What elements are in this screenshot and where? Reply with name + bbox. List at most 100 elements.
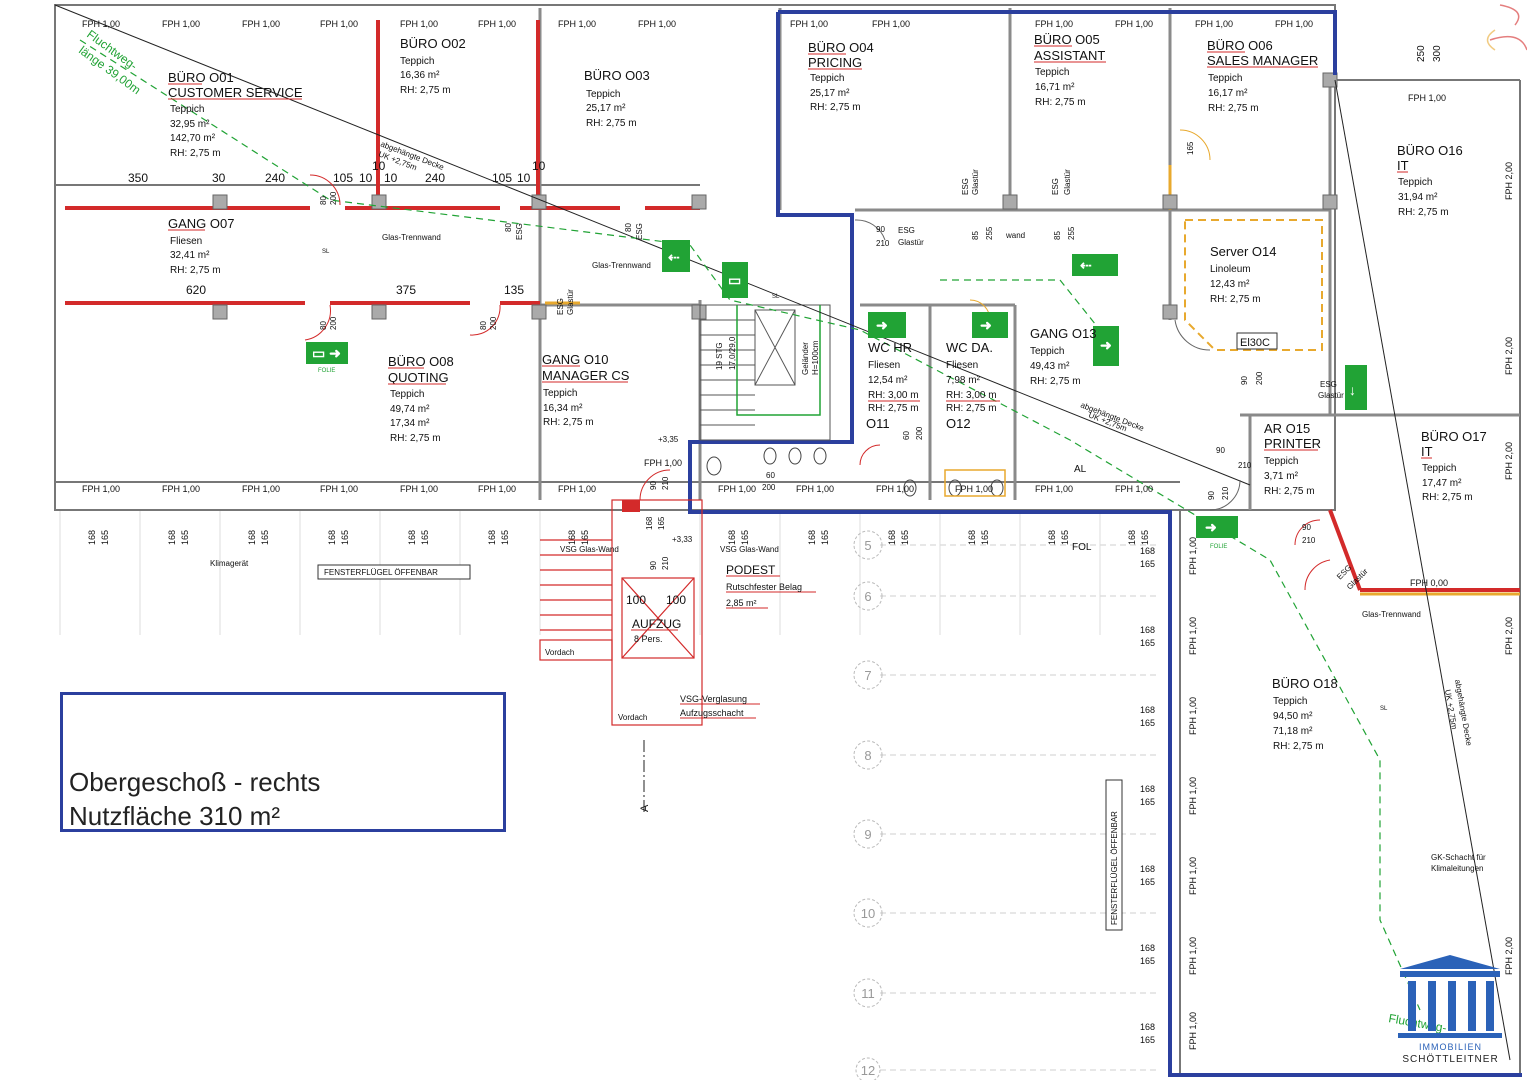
svg-text:FPH 1,00: FPH 1,00	[1188, 537, 1198, 575]
svg-text:250: 250	[1416, 45, 1427, 62]
svg-text:FPH 2,00: FPH 2,00	[1504, 337, 1514, 375]
svg-text:80: 80	[624, 223, 633, 232]
svg-text:+3,33: +3,33	[672, 535, 693, 544]
svg-text:165: 165	[1140, 1035, 1155, 1045]
svg-text:17,47 m²: 17,47 m²	[1422, 478, 1462, 489]
svg-text:16,34 m²: 16,34 m²	[543, 403, 583, 414]
svg-text:165: 165	[340, 530, 350, 545]
svg-text:FPH 1,00: FPH 1,00	[558, 484, 596, 494]
svg-text:VSG Glas-Wand: VSG Glas-Wand	[720, 545, 779, 554]
svg-text:CUSTOMER SERVICE: CUSTOMER SERVICE	[168, 85, 303, 100]
svg-text:Teppich: Teppich	[170, 104, 204, 115]
svg-text:620: 620	[186, 283, 206, 297]
svg-text:165: 165	[657, 516, 666, 530]
svg-text:ESG: ESG	[515, 223, 524, 240]
svg-text:255: 255	[985, 226, 994, 240]
window-open-vertical-label: FENSTERFLÜGEL ÖFFENBAR	[1110, 811, 1119, 925]
column-grid	[59, 510, 1101, 635]
svg-text:BÜRO O18: BÜRO O18	[1272, 676, 1338, 691]
svg-text:RH: 2,75 m: RH: 2,75 m	[390, 433, 441, 444]
exit-signs	[306, 240, 1367, 538]
room-o08: BÜRO O08 QUOTING Teppich 49,74 m² 17,34 …	[388, 354, 454, 444]
svg-text:80: 80	[319, 196, 328, 205]
exit-sign-icon	[868, 312, 906, 338]
usable-area: Nutzfläche 310 m²	[69, 801, 280, 831]
svg-text:wand: wand	[1005, 231, 1025, 240]
svg-text:32,41 m²: 32,41 m²	[170, 250, 210, 261]
svg-text:165: 165	[1140, 638, 1155, 648]
svg-text:200: 200	[1255, 371, 1264, 385]
svg-text:168: 168	[727, 530, 737, 545]
pillars	[212, 72, 1338, 320]
rental-area-outline	[688, 10, 1522, 1077]
elevator-shaft	[539, 499, 703, 726]
svg-text:RH: 2,75 m: RH: 2,75 m	[810, 102, 861, 113]
svg-text:32,95 m²: 32,95 m²	[170, 119, 210, 130]
svg-text:17,34 m²: 17,34 m²	[390, 418, 430, 429]
svg-text:AL: AL	[1074, 464, 1087, 475]
svg-text:19 STG: 19 STG	[715, 342, 724, 370]
svg-text:O12: O12	[946, 416, 971, 431]
svg-text:ASSISTANT: ASSISTANT	[1034, 48, 1105, 63]
svg-text:FOLIE: FOLIE	[1210, 544, 1227, 550]
room-o13: GANG O13 Teppich 49,43 m² RH: 2,75 m	[1030, 326, 1096, 387]
svg-text:BÜRO O17: BÜRO O17	[1421, 429, 1487, 444]
svg-text:Fliesen: Fliesen	[170, 236, 202, 247]
svg-text:FPH 1,00: FPH 1,00	[478, 19, 516, 29]
svg-text:165: 165	[100, 530, 110, 545]
room-o03: BÜRO O03 Teppich 25,17 m² RH: 2,75 m	[584, 68, 650, 129]
svg-text:300: 300	[1432, 45, 1443, 62]
svg-text:Klimaleitungen: Klimaleitungen	[1431, 864, 1483, 873]
svg-text:RH: 2,75 m: RH: 2,75 m	[1208, 103, 1259, 114]
svg-text:135: 135	[504, 283, 524, 297]
svg-text:60: 60	[902, 431, 911, 440]
svg-text:BÜRO O03: BÜRO O03	[584, 68, 650, 83]
svg-text:168: 168	[327, 530, 337, 545]
svg-text:165: 165	[980, 530, 990, 545]
svg-text:165: 165	[1140, 797, 1155, 807]
svg-text:165: 165	[1140, 956, 1155, 966]
room-o11: WC HR Fliesen 12,54 m² RH: 3,00 m RH: 2,…	[866, 340, 919, 431]
stair-core	[699, 304, 831, 441]
svg-text:QUOTING: QUOTING	[388, 370, 449, 385]
svg-text:BÜRO O04: BÜRO O04	[808, 40, 874, 55]
svg-text:168: 168	[1127, 530, 1137, 545]
svg-text:210: 210	[1221, 486, 1230, 500]
svg-text:SL: SL	[322, 249, 330, 255]
exit-sign-icon	[1093, 326, 1119, 366]
svg-text:Teppich: Teppich	[543, 388, 577, 399]
svg-text:MANAGER CS: MANAGER CS	[542, 368, 630, 383]
outer-walls	[54, 4, 1521, 1075]
svg-text:165: 165	[420, 530, 430, 545]
svg-text:RH: 2,75 m: RH: 2,75 m	[170, 148, 221, 159]
svg-text:VSG-Verglasung: VSG-Verglasung	[680, 694, 747, 704]
svg-text:25,17 m²: 25,17 m²	[810, 88, 850, 99]
svg-text:210: 210	[1302, 536, 1316, 545]
svg-text:BÜRO O01: BÜRO O01	[168, 70, 234, 85]
svg-text:90: 90	[1207, 491, 1216, 500]
svg-text:FPH 2,00: FPH 2,00	[1504, 442, 1514, 480]
room-o16: BÜRO O16 IT Teppich 31,94 m² RH: 2,75 m	[1397, 143, 1463, 218]
escape-route	[79, 39, 1421, 1011]
axis-label: 11	[861, 986, 875, 1001]
svg-text:FPH 1,00: FPH 1,00	[1115, 19, 1153, 29]
door-swings	[304, 174, 1331, 591]
svg-text:Rutschfester Belag: Rutschfester Belag	[726, 582, 802, 592]
svg-text:Teppich: Teppich	[390, 389, 424, 400]
svg-text:➜: ➜	[876, 317, 888, 333]
svg-text:RH: 2,75 m: RH: 2,75 m	[946, 403, 997, 414]
svg-text:71,18 m²: 71,18 m²	[1273, 726, 1313, 737]
room-o17: BÜRO O17 IT Teppich 17,47 m² RH: 2,75 m	[1421, 429, 1487, 503]
axis-label: 10	[861, 906, 875, 921]
svg-text:➜: ➜	[1100, 337, 1112, 353]
svg-text:85: 85	[1053, 231, 1062, 240]
svg-text:FPH 1,00: FPH 1,00	[1188, 1012, 1198, 1050]
svg-text:49,74 m²: 49,74 m²	[390, 404, 430, 415]
svg-text:↓: ↓	[1349, 382, 1356, 398]
svg-text:Linoleum: Linoleum	[1210, 264, 1251, 275]
svg-text:FPH 1,00: FPH 1,00	[1035, 19, 1073, 29]
svg-text:+3,35: +3,35	[658, 435, 679, 444]
svg-text:FPH 1,00: FPH 1,00	[400, 484, 438, 494]
svg-text:ESG: ESG	[556, 298, 565, 315]
